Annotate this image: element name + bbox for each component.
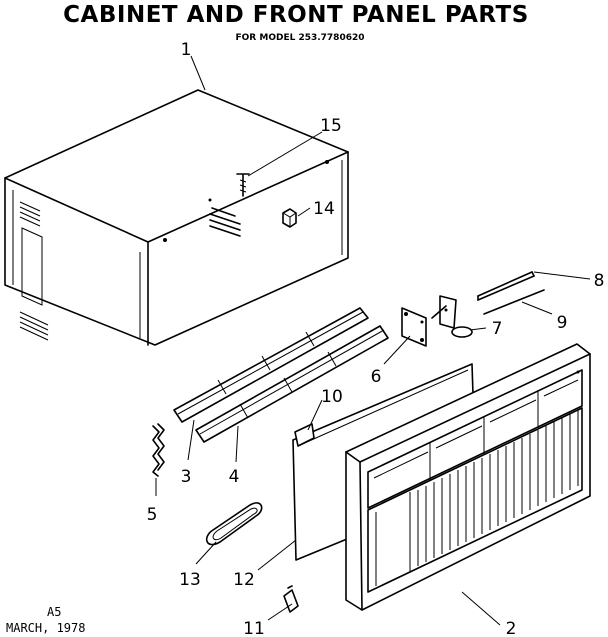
front-grille-part xyxy=(345,343,591,611)
callout-3: 3 xyxy=(181,467,192,487)
callout-9: 9 xyxy=(557,313,568,333)
rail-part-4 xyxy=(195,325,389,443)
callout-6: 6 xyxy=(371,367,382,387)
callout-4: 4 xyxy=(229,467,240,487)
callout-1: 1 xyxy=(181,40,192,60)
callout-12: 12 xyxy=(233,570,255,590)
footer-code: A5 xyxy=(47,605,61,619)
nut-part xyxy=(282,208,297,228)
screw-part xyxy=(236,173,250,197)
bracket-part xyxy=(401,307,427,347)
callout-15: 15 xyxy=(320,116,342,136)
callout-11: 11 xyxy=(243,619,265,637)
hinge-part xyxy=(431,295,473,338)
callout-5: 5 xyxy=(147,505,158,525)
diagram-title: CABINET AND FRONT PANEL PARTS xyxy=(63,2,529,28)
callout-10: 10 xyxy=(321,387,343,407)
leader-lines xyxy=(155,55,591,626)
cabinet-part xyxy=(4,89,349,346)
callout-14: 14 xyxy=(313,199,335,219)
clip-part xyxy=(294,423,315,447)
callout-7: 7 xyxy=(492,319,503,339)
callout-8: 8 xyxy=(594,271,605,291)
rail-part-3 xyxy=(173,307,369,423)
seal-strip-part xyxy=(152,423,165,477)
footer-date: MARCH, 1978 xyxy=(6,621,85,635)
rod-part-9 xyxy=(483,289,545,315)
callout-2: 2 xyxy=(506,619,517,637)
callout-13: 13 xyxy=(179,570,201,590)
model-subtitle: FOR MODEL 253.7780620 xyxy=(236,33,365,43)
ring-part xyxy=(205,502,263,546)
rod-part-8 xyxy=(477,271,535,301)
grille-louvers xyxy=(417,410,579,566)
